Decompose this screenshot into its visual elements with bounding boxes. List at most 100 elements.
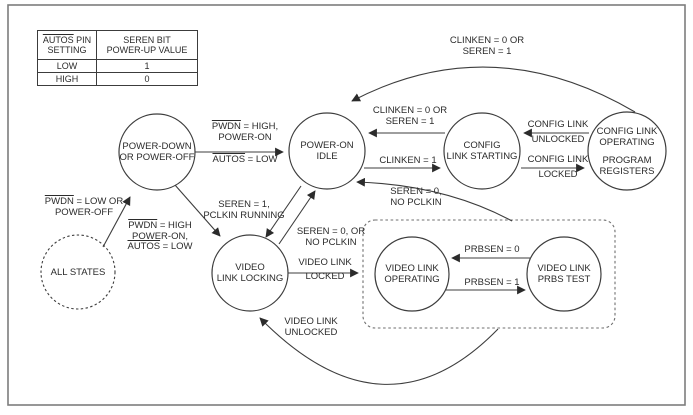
state-label-line: CONFIG <box>463 140 501 151</box>
state-label-config-link-starting: CONFIG LINK STARTING <box>437 127 527 175</box>
table-cell: LOW <box>37 59 97 73</box>
label-text: = HIGH <box>157 220 192 231</box>
label-pwdn-high-power-on: PWDN = HIGH, POWER-ON <box>202 121 288 143</box>
label-video-link-locked-top: VIDEO LINK <box>294 257 356 269</box>
state-label-video-link-prbs-test: VIDEO LINK PRBS TEST <box>519 250 609 298</box>
label-line: PRBSEN = 0 <box>464 244 520 255</box>
state-label-power-down-or-power-off: POWER-DOWN OR POWER-OFF <box>112 128 202 176</box>
label-line: POWER-ON <box>218 131 272 143</box>
label-line: NO PCLKIN <box>390 196 442 208</box>
label-video-link-locked-bottom: LOCKED <box>294 271 356 283</box>
arrow-video-group-to-locking-arc <box>259 317 499 385</box>
label-config-link-unlocked-top: CONFIG LINK <box>522 119 594 131</box>
state-label-line: CONFIG LINK <box>596 125 658 137</box>
label-clinken0-or-seren1-mid: CLINKEN = 0 OR SEREN = 1 <box>371 105 449 127</box>
label-line: SEREN = 0, <box>390 186 442 197</box>
label-config-link-unlocked-bottom: UNLOCKED <box>522 134 594 146</box>
table-header-text: POWER-UP VALUE <box>106 45 188 55</box>
table-header-autos-pin: AUTOS PIN SETTING <box>37 30 97 60</box>
state-circle-all-states <box>40 234 116 310</box>
table-cell: HIGH <box>37 72 97 86</box>
label-config-link-locked-top: CONFIG LINK <box>522 154 594 166</box>
arrow-config-operating-to-idle-arc <box>351 66 636 113</box>
overlined-signal: PWDN <box>44 196 74 207</box>
state-label-line: PROGRAM <box>602 154 652 166</box>
state-circle-config-link-starting <box>443 112 521 190</box>
overlined-signal: AUTOS <box>127 241 161 252</box>
arrow-idle-to-video-link-locking <box>265 185 302 238</box>
label-line: SEREN = 1, <box>218 199 270 210</box>
label-seren1-pclkin-running: SEREN = 1, PCLKIN RUNNING <box>198 199 290 221</box>
table-cell: 1 <box>96 59 198 73</box>
label-config-link-locked-bottom: LOCKED <box>522 169 594 181</box>
state-label-line: OPERATING <box>384 274 440 285</box>
label-line: SEREN = 0, OR <box>296 226 366 237</box>
label-line: POWER-OFF <box>54 206 114 218</box>
label-line: PCLKIN RUNNING <box>203 209 285 221</box>
state-circle-config-link-operating <box>587 111 667 191</box>
label-line: CLINKEN = 0 OR <box>372 105 448 116</box>
state-circle-power-on-idle <box>288 112 366 190</box>
label-seren0-no-pclkin-arc: SEREN = 0, NO PCLKIN <box>383 186 449 208</box>
state-label-video-link-operating: VIDEO LINK OPERATING <box>367 250 457 298</box>
autos-pin-table: AUTOS PIN SETTING SEREN BIT POWER-UP VAL… <box>37 30 198 86</box>
state-label-line: OPERATING <box>599 136 655 148</box>
table-header-text: SEREN BIT <box>123 35 171 45</box>
label-line: SEREN = 1 <box>462 45 512 57</box>
table-header-text: SETTING <box>47 45 87 55</box>
table-row: HIGH 0 <box>37 72 198 86</box>
label-line: NO PCLKIN <box>305 236 357 248</box>
label-line: LOCKED <box>305 271 345 282</box>
state-label-power-on-idle: POWER-ON IDLE <box>282 127 372 175</box>
table-cell: 0 <box>96 72 198 86</box>
label-line: PWDN = LOW OR <box>36 196 132 208</box>
state-label-line: VIDEO LINK <box>385 263 439 274</box>
arrow-power-down-to-video-link-locking <box>174 184 221 237</box>
label-line: AUTOS = LOW <box>124 241 196 253</box>
label-line: CLINKEN = 1 <box>379 155 437 166</box>
arrow-all-states-to-power-down <box>102 196 131 248</box>
state-label-line: POWER-ON <box>300 140 354 151</box>
label-line: UNLOCKED <box>531 134 585 145</box>
state-label-line: ALL STATES <box>50 266 106 278</box>
table-header-text: PIN <box>73 35 92 45</box>
label-line: PWDN = HIGH <box>124 220 196 232</box>
label-line: VIDEO LINK <box>298 257 352 268</box>
state-label-config-link-operating: CONFIG LINK OPERATING PROGRAM REGISTERS <box>582 103 672 199</box>
state-label-all-states: ALL STATES <box>33 248 123 296</box>
table-row: LOW 1 <box>37 59 198 73</box>
label-pwdn-low-or-power-off: PWDN = LOW OR POWER-OFF <box>36 196 132 218</box>
label-line: SEREN = 1 <box>385 115 435 127</box>
label-line: LOCKED <box>538 169 578 180</box>
table-header-seren-bit: SEREN BIT POWER-UP VALUE <box>96 30 198 60</box>
label-line: CLINKEN = 0 OR <box>449 35 525 46</box>
arrow-video-group-to-idle-arc <box>356 177 513 222</box>
label-line: PWDN = HIGH, <box>202 121 288 133</box>
state-circle-video-link-operating <box>374 236 450 312</box>
label-line: CONFIG LINK <box>527 154 589 165</box>
autos-overlined: AUTOS <box>42 35 74 45</box>
label-line: PRBSEN = 1 <box>464 277 520 288</box>
label-line: POWER-ON, <box>132 230 188 242</box>
arrow-video-link-locking-to-idle <box>278 190 316 245</box>
state-label-line: LINK STARTING <box>446 151 518 162</box>
video-link-group-dashed-box <box>362 219 616 329</box>
state-label-video-link-locking: VIDEO LINK LOCKING <box>205 249 295 297</box>
label-autos-low: AUTOS = LOW <box>202 154 288 166</box>
label-line: UNLOCKED <box>284 326 338 338</box>
figure-border <box>7 4 686 406</box>
state-label-line: VIDEO <box>235 262 265 273</box>
state-label-line: IDLE <box>316 151 338 162</box>
label-line: CONFIG LINK <box>527 119 589 130</box>
label-text: = LOW <box>160 241 193 252</box>
label-video-link-unlocked: VIDEO LINK UNLOCKED <box>278 316 344 338</box>
label-prbsen1: PRBSEN = 1 <box>460 277 524 289</box>
label-line: VIDEO LINK <box>284 316 338 327</box>
overlined-signal: PWDN <box>211 121 241 132</box>
label-text: = LOW OR <box>73 196 124 207</box>
label-text: = LOW <box>245 154 278 165</box>
state-label-line: LINK LOCKING <box>216 273 284 284</box>
label-clinken1: CLINKEN = 1 <box>376 155 440 167</box>
label-seren0-or-no-pclkin: SEREN = 0, OR NO PCLKIN <box>294 226 368 248</box>
